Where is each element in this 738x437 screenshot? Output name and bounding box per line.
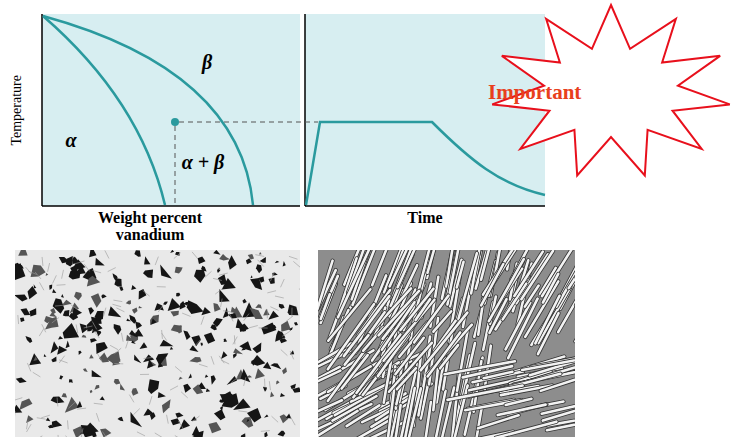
phase-label: β — [202, 52, 212, 73]
axis-line — [42, 205, 300, 207]
axis-line — [304, 14, 306, 206]
heat-treatment-curve — [306, 122, 545, 205]
time-panel — [305, 14, 545, 206]
beta-boundary — [43, 16, 253, 205]
axis-line — [305, 205, 545, 207]
dashed-guide — [179, 122, 318, 123]
axis-line — [41, 14, 43, 206]
alpha-boundary — [43, 16, 165, 205]
axis-title: Temperature — [10, 75, 25, 146]
callout-text: Important — [488, 80, 581, 105]
dashed-guide — [175, 126, 176, 205]
axis-title: Weight percent vanadium — [75, 210, 225, 244]
equiaxed-micrograph — [10, 244, 307, 437]
starburst-callout: Important — [488, 2, 734, 182]
phase-label: α — [65, 130, 76, 151]
phase-label: α + β — [182, 152, 225, 173]
phase-panel — [42, 14, 300, 206]
state-dot — [171, 118, 179, 126]
axis-title: Time — [407, 210, 442, 227]
acicular-micrograph — [274, 215, 618, 437]
